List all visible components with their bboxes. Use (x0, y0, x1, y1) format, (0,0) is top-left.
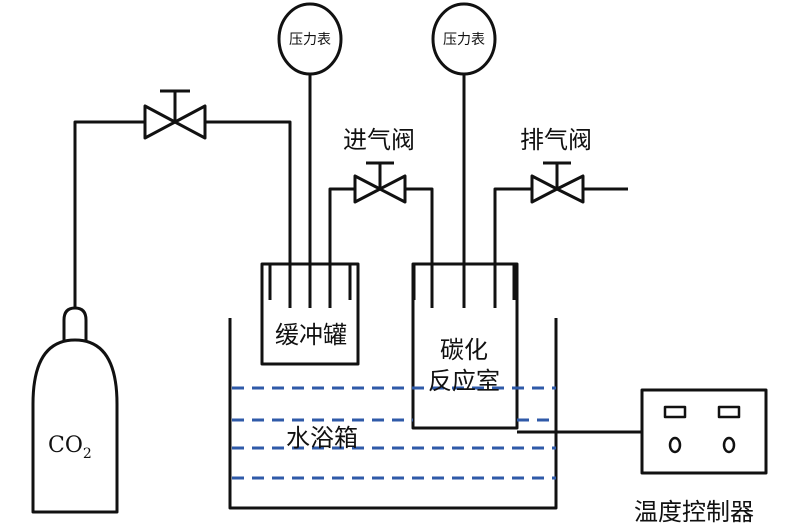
gauge-left-label: 压力表 (289, 32, 331, 48)
buffer-tank (260, 262, 360, 366)
temperature-controller (640, 388, 768, 475)
cylinder-label-sub: 2 (83, 446, 92, 462)
water-bath-label: 水浴箱 (286, 424, 358, 452)
water-bath-container (228, 318, 558, 510)
water-lines (232, 386, 556, 480)
pressure-gauge-left (277, 2, 343, 308)
exhaust-valve-label: 排气阀 (520, 126, 592, 154)
inlet-valve (353, 161, 407, 204)
gas-line-to-buffer (205, 120, 292, 308)
cylinder-label-main: CO (48, 433, 83, 458)
pressure-gauge-right (431, 2, 497, 308)
reactor-chamber (411, 262, 519, 430)
inlet-valve-label: 进气阀 (343, 126, 415, 154)
buffer-tank-label: 缓冲罐 (275, 321, 347, 349)
reactor-label-line2: 反应室 (428, 367, 500, 395)
temp-controller-label: 温度控制器 (634, 498, 754, 526)
main-valve (143, 89, 207, 140)
cylinder-label: CO2 (48, 433, 92, 462)
inlet-line-2 (405, 187, 434, 308)
exhaust-line (493, 187, 532, 308)
exhaust-valve (530, 161, 585, 204)
co2-cylinder (31, 306, 119, 514)
reactor-label-line1: 碳化 (440, 336, 488, 364)
inlet-line (328, 187, 355, 308)
gas-line-main (73, 120, 145, 308)
gauge-right-label: 压力表 (443, 32, 485, 48)
